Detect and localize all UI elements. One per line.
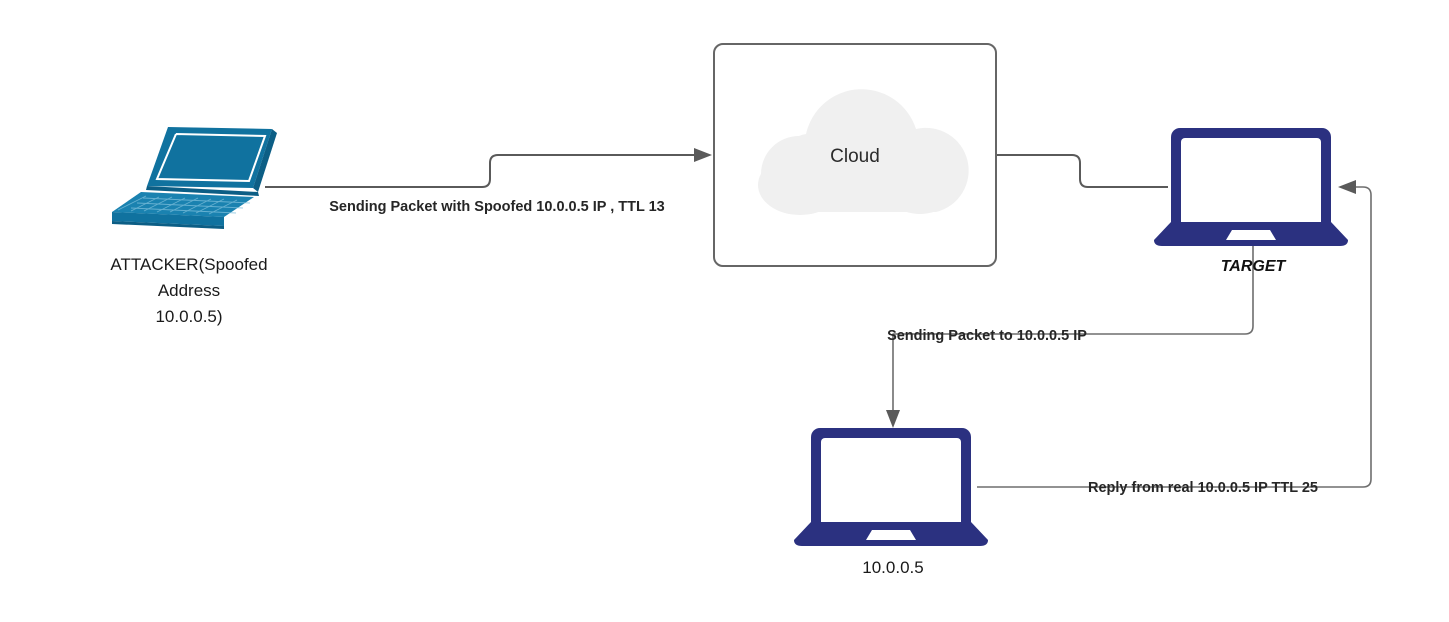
- node-attacker[interactable]: ATTACKER(Spoofed Address 10.0.0.5): [110, 127, 277, 326]
- edge-target-to-victim: [886, 246, 1254, 428]
- edge-target-to-victim-path: [892, 246, 1254, 416]
- edge-label-attacker-to-cloud: Sending Packet with Spoofed 10.0.0.5 IP …: [329, 199, 664, 215]
- victim-label: 10.0.0.5: [862, 558, 923, 577]
- target-label: TARGET: [1221, 258, 1287, 275]
- attacker-label-line-2: Address: [158, 281, 220, 300]
- attacker-label-line-1: ATTACKER(Spoofed: [110, 255, 267, 274]
- edge-victim-to-target-path: [977, 186, 1372, 488]
- laptop-navy-icon-victim: [794, 428, 988, 546]
- laptop-navy-icon-target: [1154, 128, 1348, 246]
- edge-victim-to-target-arrowhead: [1338, 180, 1356, 194]
- attacker-label-line-3: 10.0.0.5): [155, 307, 222, 326]
- edge-victim-to-target: [977, 180, 1372, 488]
- edge-cloud-to-target-path: [997, 154, 1168, 188]
- edge-cloud-to-target: [997, 154, 1168, 188]
- cloud-label: Cloud: [830, 146, 880, 167]
- edge-attacker-to-cloud: [265, 148, 712, 188]
- edge-attacker-to-cloud-arrowhead: [694, 148, 712, 162]
- edge-target-to-victim-arrowhead: [886, 410, 900, 428]
- cloud-icon: [758, 89, 969, 215]
- node-victim[interactable]: 10.0.0.5: [794, 428, 988, 577]
- edge-label-target-to-victim: Sending Packet to 10.0.0.5 IP: [887, 328, 1087, 344]
- node-target[interactable]: TARGET: [1154, 128, 1348, 275]
- laptop-teal-icon: [112, 127, 277, 229]
- edge-label-group: Sending Packet with Spoofed 10.0.0.5 IP …: [329, 199, 1318, 496]
- edge-attacker-to-cloud-path: [265, 154, 700, 188]
- node-cloud[interactable]: Cloud: [713, 43, 997, 267]
- edge-label-victim-to-target: Reply from real 10.0.0.5 IP TTL 25: [1088, 480, 1318, 496]
